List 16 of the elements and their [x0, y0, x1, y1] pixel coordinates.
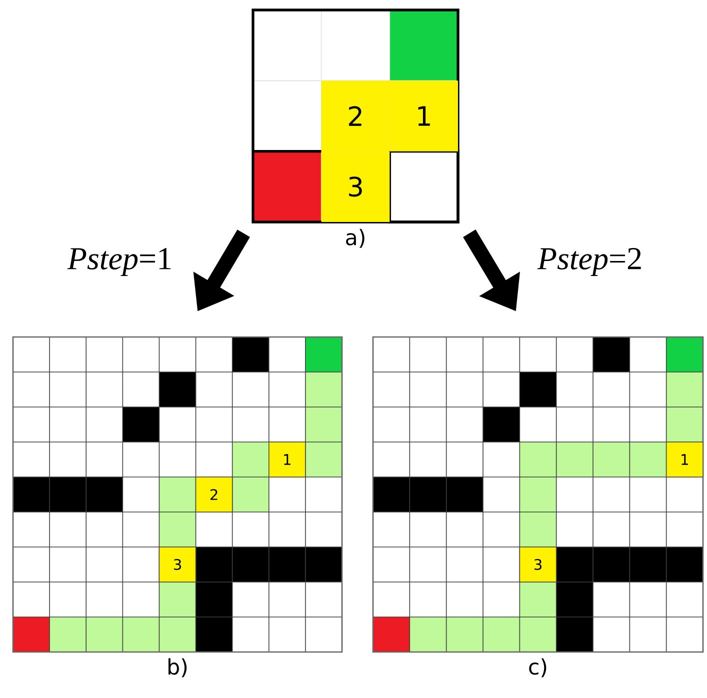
edge-label: Pstep=1: [67, 248, 171, 276]
numbered-cell: 2: [195, 476, 233, 512]
node-label: 1: [418, 106, 430, 126]
node-label: 3: [349, 176, 362, 197]
numbered-cell: 3: [519, 546, 557, 582]
numbered-cell: 3: [321, 151, 390, 222]
numbered-cell: 3: [158, 546, 196, 582]
node-label: c): [529, 658, 546, 678]
numbered-cell: 1: [666, 442, 704, 478]
numbered-cell: 2: [321, 80, 390, 152]
edge-label: Pstep=2: [537, 248, 641, 276]
node-label: a): [346, 228, 364, 248]
node-label: 2: [348, 106, 362, 126]
numbered-cell: 1: [268, 442, 306, 478]
node-label: b): [168, 658, 187, 678]
numbered-cell: 1: [390, 80, 458, 152]
